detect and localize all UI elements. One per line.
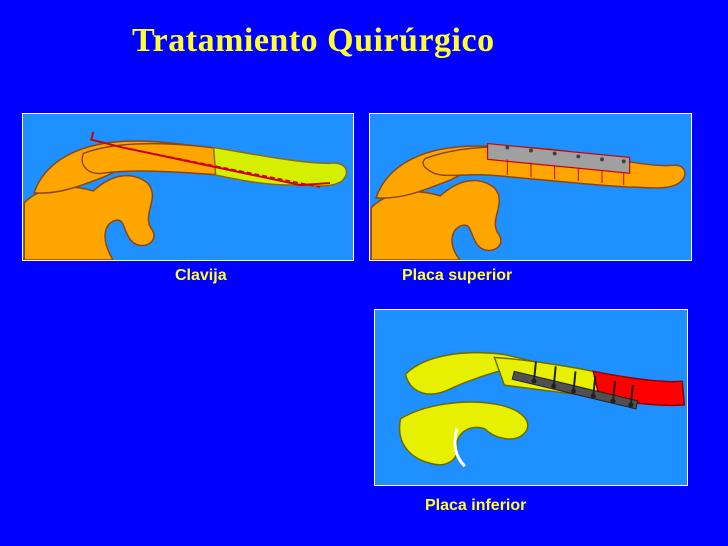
- glenoid-rim: [453, 428, 466, 468]
- screw-lines: [506, 159, 625, 186]
- scapula-shape: [370, 179, 502, 260]
- placa-superior-svg: [370, 142, 686, 260]
- clavicle-proximal: [81, 142, 223, 176]
- caption-placa-inferior: Placa inferior: [425, 497, 527, 514]
- slide-title: Tratamiento Quirúrgico: [132, 22, 495, 59]
- clavija-svg: [23, 131, 348, 260]
- clavija-illustration: [22, 113, 354, 261]
- caption-clavija: Clavija: [175, 267, 227, 284]
- scapula-shape: [23, 174, 155, 260]
- placa-inferior-illustration: [374, 309, 688, 486]
- placa-inferior-svg: [398, 352, 686, 468]
- scapula-shape: [398, 401, 529, 466]
- superior-plate: [486, 142, 631, 174]
- caption-placa-superior: Placa superior: [402, 267, 513, 284]
- pin-wire-dashed: [122, 146, 321, 188]
- screw-shafts: [532, 361, 634, 406]
- plate-screws: [505, 145, 626, 164]
- plate-screws: [531, 378, 634, 408]
- clavicle-distal: [212, 146, 348, 187]
- placa-superior-illustration: [369, 113, 692, 261]
